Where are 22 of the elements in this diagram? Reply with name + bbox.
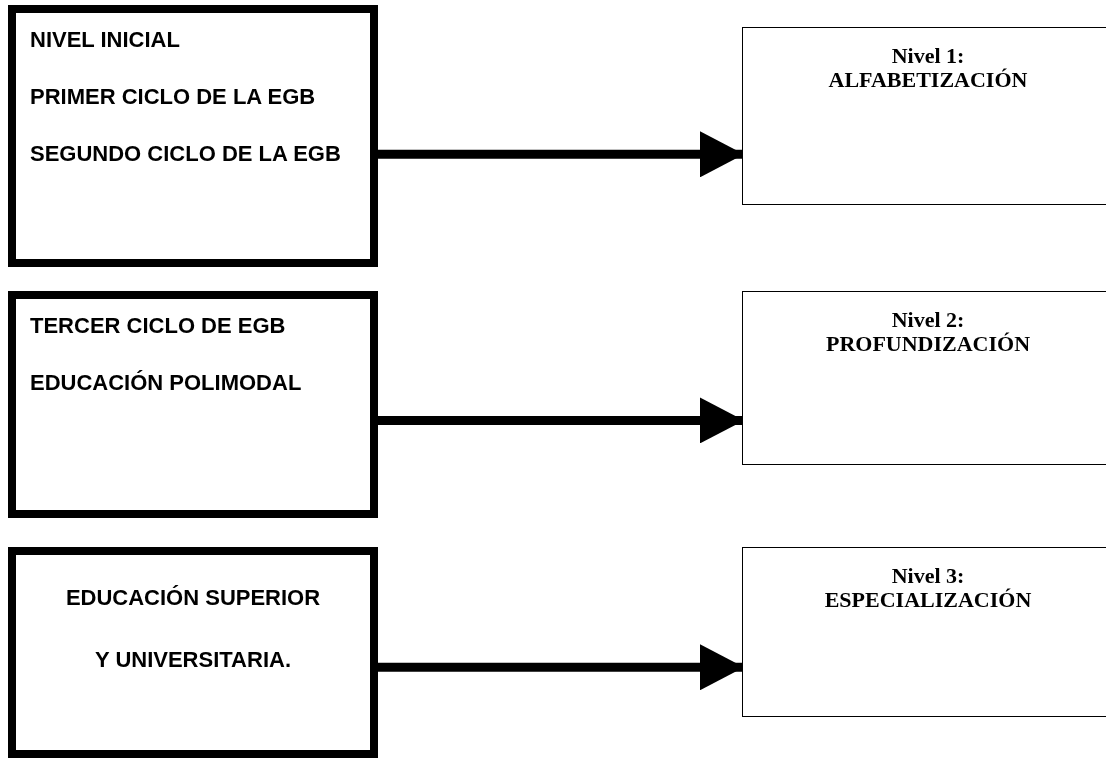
stage-label: SEGUNDO CICLO DE LA EGB	[30, 141, 341, 167]
stage-label: TERCER CICLO DE EGB	[30, 313, 286, 339]
education-stage-box	[8, 291, 378, 518]
stage-label: EDUCACIÓN SUPERIOR	[65, 585, 321, 611]
stage-label: PRIMER CICLO DE LA EGB	[30, 84, 316, 110]
arrow	[378, 397, 744, 444]
level-label: Nivel 1:	[891, 44, 965, 68]
arrow	[378, 644, 744, 691]
level-label: Nivel 2:	[891, 308, 965, 332]
arrow	[378, 131, 744, 178]
level-label: Nivel 3:	[891, 564, 965, 588]
education-stage-box	[8, 5, 378, 267]
level-label: PROFUNDIZACIÓN	[825, 332, 1031, 356]
level-box	[742, 547, 1106, 717]
level-label: ALFABETIZACIÓN	[828, 68, 1028, 92]
stage-label: NIVEL INICIAL	[30, 27, 180, 53]
stage-label: Y UNIVERSITARIA.	[95, 647, 291, 673]
level-box	[742, 291, 1106, 465]
level-label: ESPECIALIZACIÓN	[824, 588, 1032, 612]
level-box	[742, 27, 1106, 205]
stage-label: EDUCACIÓN POLIMODAL	[30, 370, 302, 396]
education-stage-box	[8, 547, 378, 758]
